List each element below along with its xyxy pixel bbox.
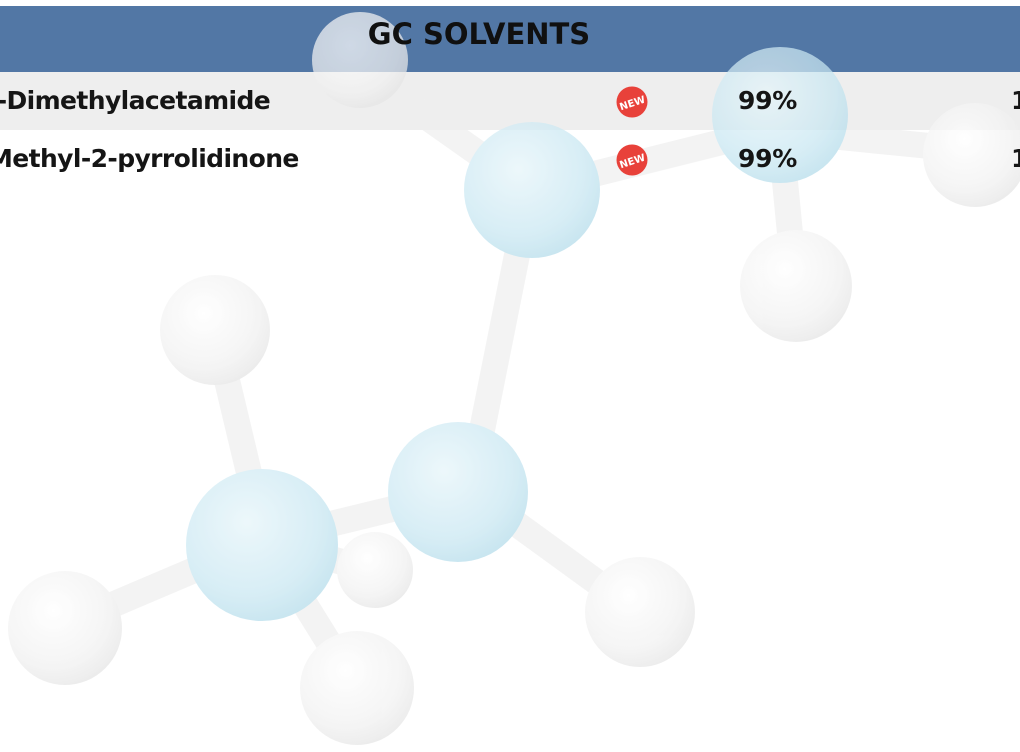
product-name[interactable]: I-Dimethylacetamide [0,86,271,115]
page-title: GC SOLVENTS [367,17,591,51]
quantity-value: 1 [1011,144,1020,173]
quantity-value: 1 [1011,86,1020,115]
new-badge-icon: NEW [616,144,648,176]
purity-value: 99% [738,144,797,173]
product-name[interactable]: Methyl-2-pyrrolidinone [0,144,299,173]
new-badge-icon: NEW [616,86,648,118]
purity-value: 99% [738,86,797,115]
